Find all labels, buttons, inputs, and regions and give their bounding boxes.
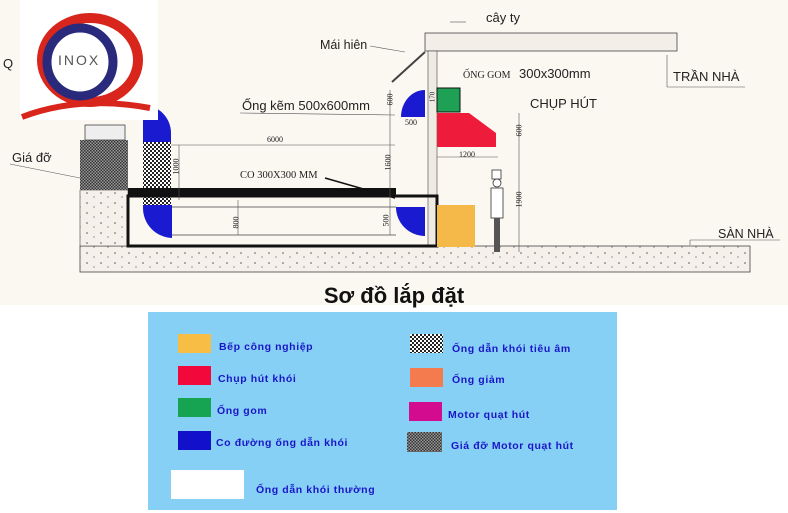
dim-1000: 1000 <box>171 158 181 175</box>
label-cay-ty: cây ty <box>486 10 520 25</box>
legend-label: Bếp công nghiệp <box>219 341 314 353</box>
dim-600-duct: 600 <box>385 93 395 106</box>
dim-1200: 1200 <box>459 150 475 159</box>
dim-1600: 1600 <box>383 154 393 171</box>
legend-swatch-elbow <box>178 431 211 450</box>
legend-swatch-plain-duct <box>171 470 244 499</box>
legend-swatch-motor-support <box>407 432 442 452</box>
floor <box>79 245 751 273</box>
legend-swatch-reducer <box>410 368 443 387</box>
legend-label: Ống dẫn khói thường <box>256 484 376 496</box>
dim-6000: 6000 <box>267 135 283 144</box>
elbow-top-right <box>401 90 425 117</box>
label-chup-hut: CHỤP HÚT <box>530 96 597 111</box>
dim-800: 800 <box>231 216 241 229</box>
legend-label: Motor quạt hút <box>448 409 530 421</box>
elbow-bottom-right <box>396 207 425 236</box>
legend-swatch-hood <box>178 366 211 385</box>
legend-label: Ống giảm <box>452 374 506 386</box>
dim-500-lower: 500 <box>381 214 391 227</box>
legend-label: Ống gom <box>217 405 268 417</box>
label-ong-gom-size: 300x300mm <box>519 66 591 81</box>
legend-label: Giá đỡ Motor quạt hút <box>451 440 574 452</box>
logo-text: INOX <box>58 52 100 68</box>
legend-label: Ống dẫn khói tiêu âm <box>452 343 571 355</box>
elbow-bottom-left <box>143 205 172 238</box>
label-san-nha: SÀN NHÀ <box>718 227 774 241</box>
label-co: CO 300X300 MM <box>240 170 318 181</box>
stove <box>437 205 475 247</box>
q-logo-icon: INOX <box>20 13 151 120</box>
cut-label: Q <box>3 56 14 71</box>
dim-1900: 1900 <box>514 191 524 208</box>
label-tran-nha: TRẦN NHÀ <box>673 69 740 84</box>
label-ong-gom: ỐNG GOM <box>463 70 511 81</box>
legend-swatch-collector <box>178 398 211 417</box>
chef-figure <box>490 169 504 252</box>
motor-support <box>80 140 128 190</box>
label-ong-kem: Ống kẽm 500x600mm <box>242 98 370 113</box>
horizontal-pipe <box>128 188 396 197</box>
legend-swatch-stove <box>178 334 211 353</box>
company-logo: INOX <box>20 0 158 120</box>
diagram-title: Sơ đồ lắp đặt <box>323 283 465 308</box>
legend: Bếp công nghiệp Chụp hút khói Ống gom Co… <box>148 312 617 510</box>
ceiling-slab <box>424 32 678 52</box>
collector-duct <box>436 87 461 113</box>
legend-swatch-motor <box>409 402 442 421</box>
hood <box>437 113 496 147</box>
label-mai-hien: Mái hiên <box>320 38 368 52</box>
legend-label: Co đường ống dẫn khói <box>216 437 349 449</box>
dim-170: 170 <box>428 91 437 103</box>
legend-label: Chụp hút khói <box>218 373 297 385</box>
label-gia-do: Giá đỡ <box>12 150 52 165</box>
legend-swatch-silencer-duct <box>410 334 443 353</box>
dim-600-hood: 600 <box>514 124 524 137</box>
dim-500-upper: 500 <box>405 118 417 127</box>
